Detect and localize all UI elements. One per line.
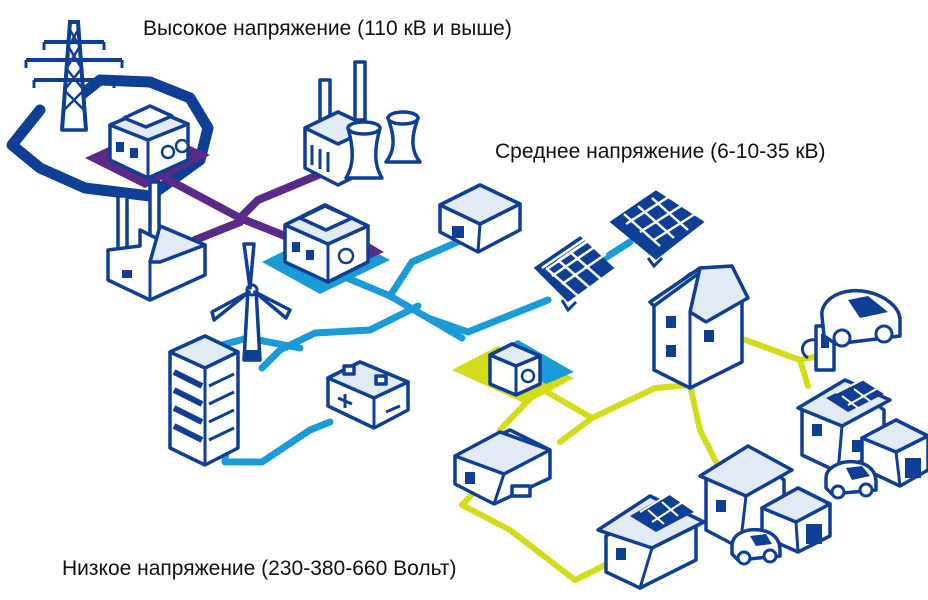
house-icon (648, 264, 750, 390)
warehouse-icon (453, 428, 552, 506)
low-voltage-label: Низкое напряжение (230-380-660 Вольт) (62, 557, 457, 580)
low-voltage-lines (459, 335, 821, 583)
power-plant-icon (303, 60, 422, 187)
high-voltage-label: Высокое напряжение (110 кВ и выше) (143, 17, 512, 40)
electric-car-icon (730, 527, 782, 566)
medium-voltage-label: Среднее напряжение (6-10-35 кВ) (495, 140, 826, 163)
office-building-icon (168, 334, 240, 467)
warehouse-icon (438, 183, 522, 254)
electric-car-icon (824, 459, 878, 500)
substation-icon (85, 104, 210, 188)
transformer-kiosk-icon (452, 340, 574, 404)
high-voltage-lines (161, 166, 334, 244)
house-icon (596, 489, 706, 590)
distribution-substation-icon (262, 203, 390, 294)
factory-icon (106, 180, 207, 302)
solar-panel-icon (609, 190, 705, 269)
solar-panel-icon (533, 229, 615, 313)
electric-car-icon (820, 288, 902, 348)
wind-turbine-icon (210, 242, 292, 362)
transmission-tower-icon (24, 20, 124, 132)
battery-icon (326, 360, 410, 430)
